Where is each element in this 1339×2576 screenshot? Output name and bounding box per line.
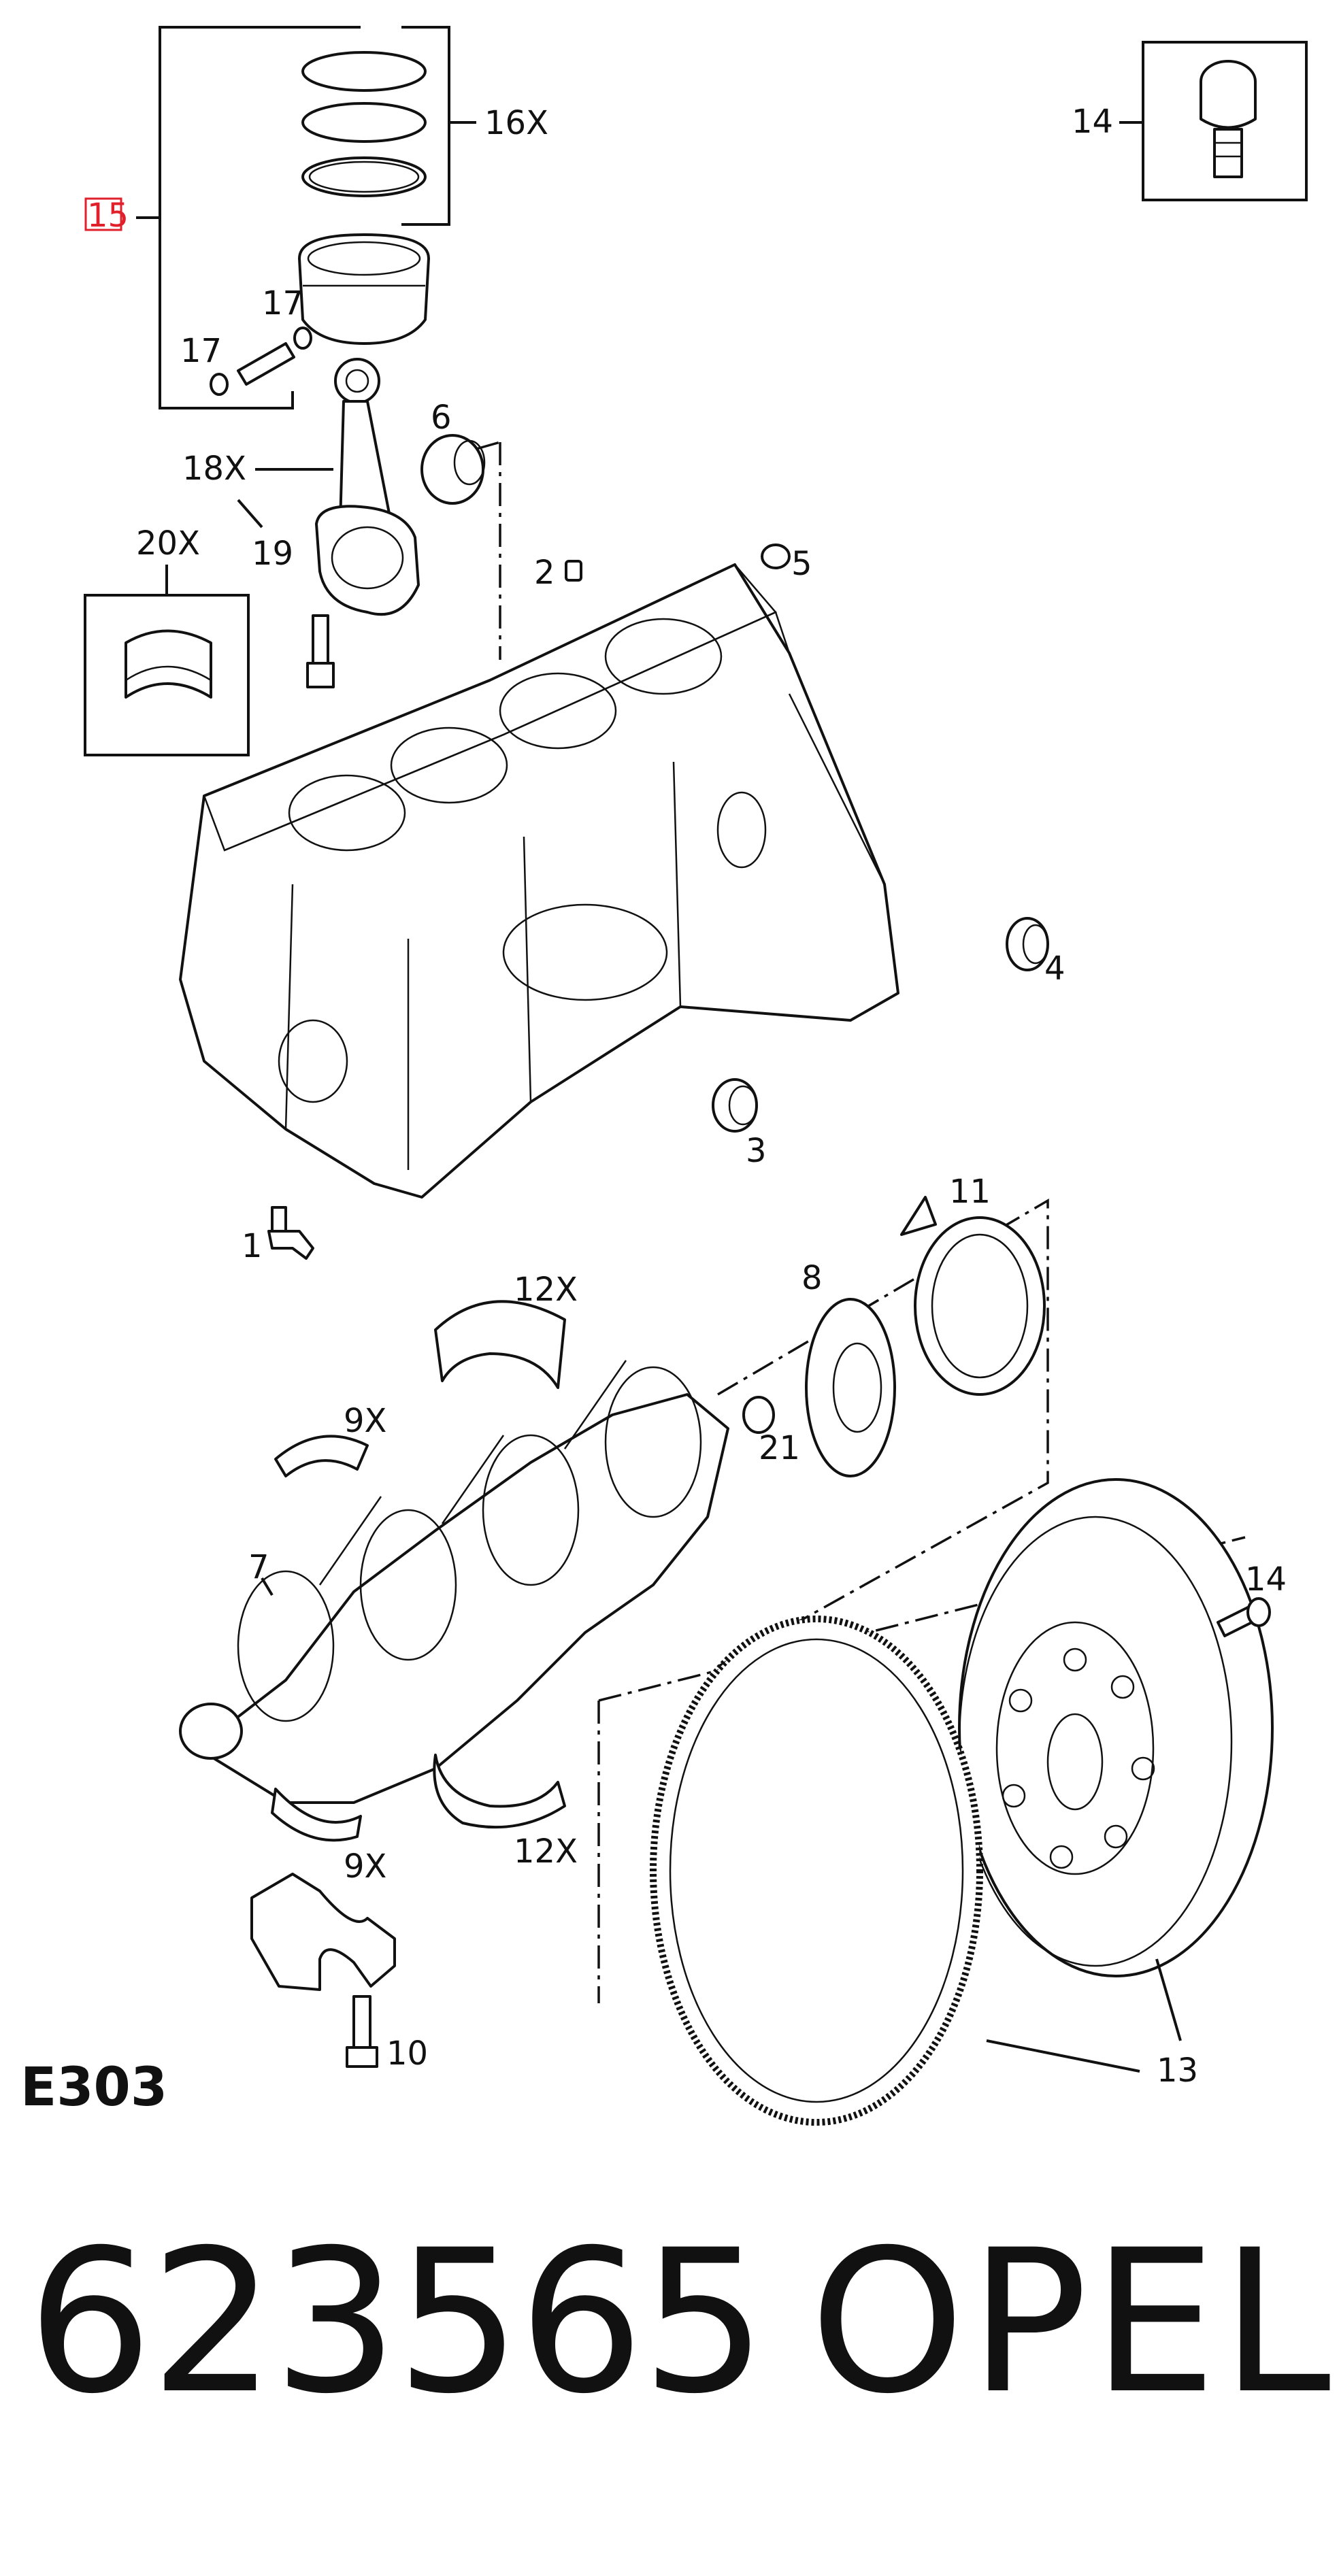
brand-name: OPEL: [810, 2208, 1335, 2437]
callout-15-highlight: [84, 197, 122, 231]
bolt-box: [1119, 41, 1308, 201]
core-plug: [420, 434, 501, 660]
ring-gear: [650, 1616, 983, 2126]
conrod-bearing-upper: [434, 1300, 566, 1389]
oil-jet: [267, 1206, 314, 1260]
nut: [742, 1396, 775, 1434]
crankshaft: [179, 1360, 729, 1804]
piston-pin: [210, 327, 312, 396]
piston-rings: [301, 51, 427, 197]
cam-bearing-4: [1006, 917, 1049, 971]
callout-13: 13: [1157, 2052, 1198, 2090]
conrod-bearing-lower: [433, 1754, 566, 1829]
callout-labels: 1 2 3 4 5 6 7 8 9X 9X 10 11 12X 12X 13 1…: [84, 103, 1287, 2090]
callout-6: 6: [431, 399, 452, 437]
bearing-cap: [250, 1873, 396, 1991]
diagram-code: E303: [20, 2057, 168, 2118]
callout-10: 10: [386, 2035, 428, 2073]
rear-dash-frame: [597, 1198, 1246, 2003]
engine-block: [179, 563, 899, 1199]
callout-3: 3: [746, 1132, 767, 1170]
callout-1: 1: [242, 1227, 263, 1265]
connecting-rod: [315, 358, 420, 616]
callout-20x: 20X: [136, 524, 200, 563]
main-bearing-lower: [271, 1788, 362, 1842]
callout-14-top: 14: [1072, 103, 1113, 141]
callout-17-lower: 17: [180, 332, 222, 370]
conrod-bolt: [306, 614, 335, 688]
piston-kit-bracket: [136, 26, 476, 409]
callout-19: 19: [252, 535, 293, 573]
callout-18x: 18X: [182, 450, 246, 488]
callout-14-flywheel: 14: [1245, 1560, 1287, 1599]
bearing-shell-box: [84, 565, 250, 756]
cap-bolt: [346, 1995, 378, 2068]
plug-screw: [761, 543, 791, 569]
callout-9x-upper: 9X: [344, 1402, 386, 1440]
cam-bearing-3: [712, 1078, 758, 1133]
callout-17-upper: 17: [262, 284, 303, 322]
callout-11: 11: [949, 1173, 991, 1211]
callout-2: 2: [534, 554, 555, 592]
part-number: 623565: [27, 2208, 767, 2437]
callout-21: 21: [759, 1429, 800, 1467]
main-bearing-upper: [274, 1435, 369, 1477]
flywheel-bolt: [1217, 1597, 1271, 1637]
callout-9x-lower: 9X: [344, 1847, 386, 1886]
callout-4: 4: [1044, 950, 1065, 988]
dowel-pin: [565, 560, 582, 582]
callout-5: 5: [791, 545, 812, 583]
piston: [298, 233, 430, 345]
flywheel: [958, 1478, 1274, 1977]
callout-16x: 16X: [484, 104, 548, 142]
sensor-wheel: [805, 1298, 896, 1477]
rear-main-seal: [900, 1196, 1046, 1396]
callout-12x-upper: 12X: [514, 1271, 578, 1309]
callout-12x-lower: 12X: [514, 1833, 578, 1871]
callout-8: 8: [801, 1259, 823, 1297]
callout-15: 15: [87, 197, 129, 235]
callout-7: 7: [248, 1548, 269, 1586]
